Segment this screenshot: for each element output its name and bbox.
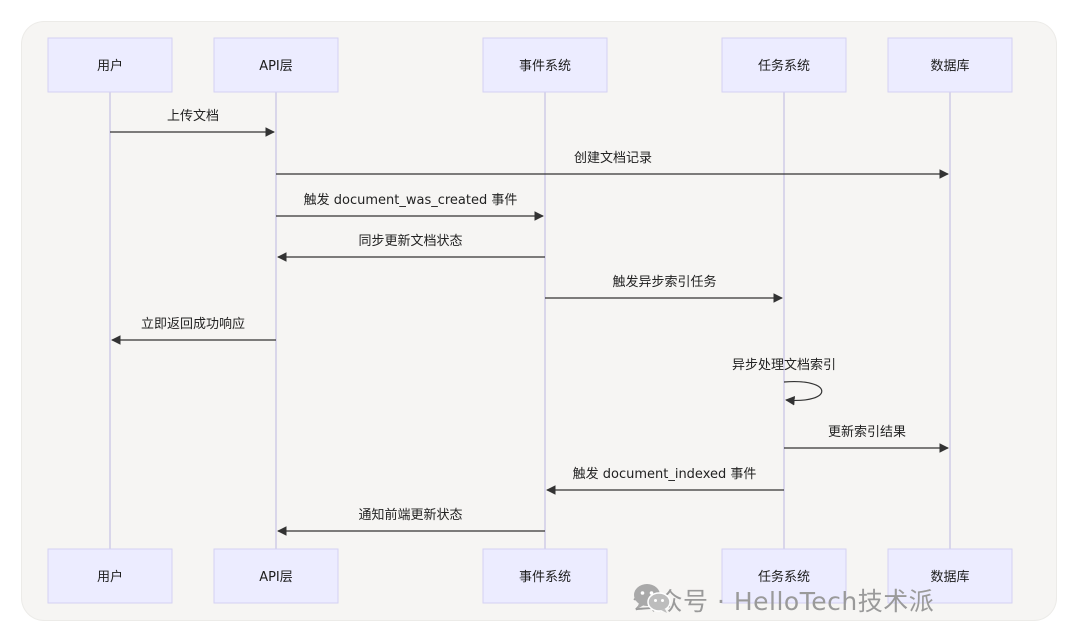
- actor-box: [721, 37, 847, 93]
- actor-db-bottom: 数据库: [887, 548, 1013, 604]
- actor-box: [213, 548, 339, 604]
- message-label: 通知前端更新状态: [358, 507, 462, 523]
- actor-label: 数据库: [930, 569, 969, 585]
- message-label: 更新索引结果: [828, 424, 906, 440]
- self-loop-arrow: [783, 380, 823, 406]
- message-3: 触发 document_was_created 事件: [276, 192, 544, 221]
- actor-label: API层: [259, 59, 293, 74]
- watermark-text: 公众号 · HelloTech技术派: [632, 587, 935, 616]
- message-9: 触发 document_indexed 事件: [546, 466, 784, 495]
- actor-label: 用户: [97, 58, 123, 74]
- actor-label: 事件系统: [519, 59, 571, 74]
- message-5: 触发异步索引任务: [545, 274, 783, 303]
- diagram-frame: [22, 22, 1056, 620]
- message-10: 通知前端更新状态: [277, 507, 545, 536]
- actor-box: [213, 37, 339, 93]
- actor-user-top: 用户: [47, 37, 173, 93]
- actor-user-bottom: 用户: [47, 548, 173, 604]
- message-label: 异步处理文档索引: [732, 358, 836, 373]
- actor-task-top: 任务系统: [721, 37, 847, 93]
- actor-api-bottom: API层: [213, 548, 339, 604]
- actor-event-top: 事件系统: [482, 37, 608, 93]
- actor-box: [482, 548, 608, 604]
- message-label: 触发 document_indexed 事件: [573, 466, 757, 482]
- actor-box: [887, 548, 1013, 604]
- actor-box: [482, 37, 608, 93]
- message-8: 更新索引结果: [784, 424, 949, 453]
- wechat-icon: [634, 584, 671, 613]
- message-7: 异步处理文档索引: [732, 358, 836, 406]
- actor-box: [47, 548, 173, 604]
- message-label: 上传文档: [167, 109, 219, 124]
- message-label: 触发 document_was_created 事件: [304, 192, 518, 208]
- message-2: 创建文档记录: [276, 151, 949, 179]
- message-label: 立即返回成功响应: [141, 316, 245, 332]
- actor-event-bottom: 事件系统: [482, 548, 608, 604]
- message-1: 上传文档: [110, 109, 275, 137]
- actor-box: [887, 37, 1013, 93]
- actor-label: 事件系统: [519, 570, 571, 585]
- message-label: 创建文档记录: [574, 151, 652, 166]
- actor-box: [47, 37, 173, 93]
- actor-task-bottom: 任务系统: [721, 548, 847, 604]
- actor-label: 用户: [97, 569, 123, 585]
- actor-label: API层: [259, 570, 293, 585]
- message-6: 立即返回成功响应: [111, 316, 276, 345]
- message-4: 同步更新文档状态: [277, 233, 545, 262]
- actor-box: [721, 548, 847, 604]
- actor-label: 任务系统: [758, 569, 810, 585]
- message-label: 同步更新文档状态: [358, 233, 462, 249]
- actor-label: 数据库: [930, 58, 969, 74]
- actor-label: 任务系统: [758, 58, 810, 74]
- message-label: 触发异步索引任务: [612, 274, 716, 290]
- actor-api-top: API层: [213, 37, 339, 93]
- watermark: 公众号 · HelloTech技术派: [632, 582, 934, 618]
- actor-db-top: 数据库: [887, 37, 1013, 93]
